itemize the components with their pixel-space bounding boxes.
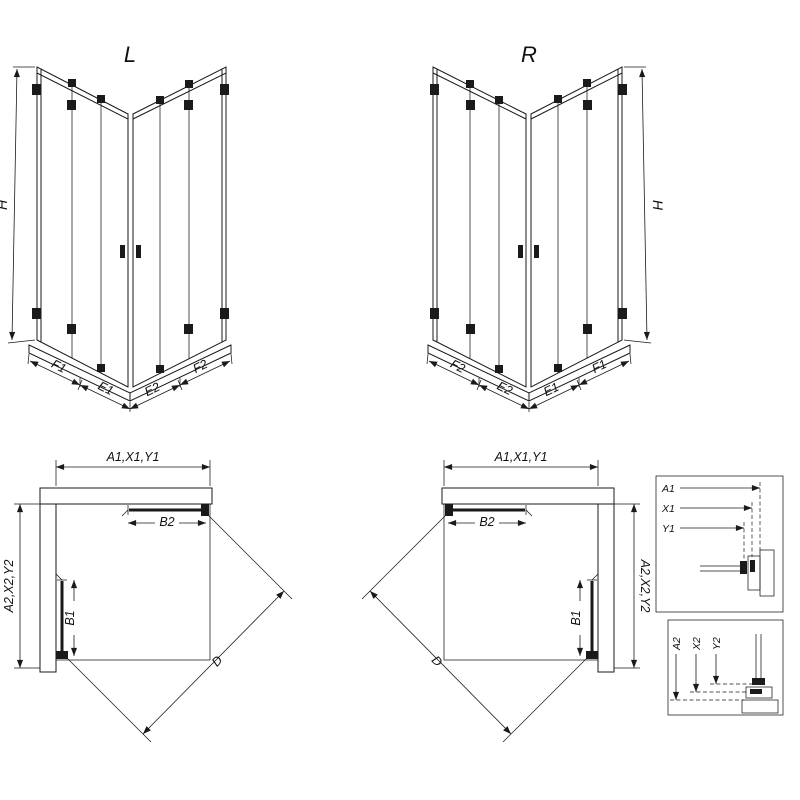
dim-b2-left-plan: B2 [159,515,174,529]
width-dimensions-right-view: F2 E2 E1 F1 [426,353,632,412]
wall-hatch-top-left-plan [39,487,213,505]
dim-f1-left-view: F1 [49,357,68,376]
tray-profile-right-view [427,344,631,402]
dim-b1-left-plan: B1 [63,610,77,625]
detail-box-width-border [655,475,784,613]
detail-box-depth-border [667,619,784,716]
height-label-right: H [650,200,666,211]
iso-view-left: L H [0,42,233,412]
side-door-left-plan: B1 [55,573,81,659]
detail-box-depth-refs: A2 X2 Y2 [667,619,784,716]
detail-label-y2: Y2 [711,637,723,650]
side-door-right-plan: B1 [569,573,599,659]
wall-hatch-top-right-plan [441,487,615,505]
top-door-right-plan: B2 [445,504,533,529]
hinges-right-view [430,79,627,373]
glass-panels-right-view [432,66,623,388]
wall-profile-detail-depth [741,634,779,714]
view-title-left: L [124,42,136,67]
wall-profile-detail-width [700,549,775,597]
detail-label-a1: A1 [661,483,675,495]
detail-label-y1: Y1 [662,523,675,535]
depth-dimension-left-plan: A2,X2,Y2 [2,503,40,669]
dim-f1-right-view: F1 [590,357,609,376]
detail-box-width-refs: A1 X1 Y1 [655,475,784,613]
diagonal-dimension-left-plan: D [64,512,293,743]
wall-hatch-side-right-plan [597,503,615,673]
plan-view-left: A1,X1,Y1 A2,X2,Y2 B2 B1 D [2,450,293,743]
glass-panels-left-view [36,66,227,388]
iso-view-right: R H [426,42,666,412]
dim-b2-right-plan: B2 [479,515,494,529]
dim-f2-right-view: F2 [448,357,467,376]
dim-d-right-plan: D [429,653,445,669]
dim-e1-right-view: E1 [541,380,561,399]
detail-label-x1: X1 [661,503,675,515]
plan-view-right: A1,X1,Y1 A2,X2,Y2 B2 B1 D [361,450,652,743]
diagonal-dimension-right-plan: D [361,512,590,743]
detail-label-x2: X2 [691,637,703,651]
tray-outline-left-plan [55,503,211,661]
width-dimension-right-plan: A1,X1,Y1 [443,450,599,486]
height-dimension-left-view: H [0,66,36,344]
dim-f2-left-view: F2 [191,357,210,376]
height-dimension-right-view: H [623,66,666,344]
view-title-right: R [521,42,537,67]
wall-hatch-side-left-plan [39,503,57,673]
dim-a2x2y2-right-plan: A2,X2,Y2 [638,559,652,613]
top-door-left-plan: B2 [121,504,209,529]
hinges-left-view [32,79,229,373]
dim-b1-right-plan: B1 [569,610,583,625]
dim-a1x1y1-right-plan: A1,X1,Y1 [494,450,548,464]
dim-a1x1y1-left-plan: A1,X1,Y1 [106,450,160,464]
width-dimension-left-plan: A1,X1,Y1 [55,450,211,486]
depth-dimension-right-plan: A2,X2,Y2 [614,503,652,669]
dim-a2x2y2-left-plan: A2,X2,Y2 [2,560,16,614]
tray-outline-right-plan [443,503,599,661]
width-dimensions-left-view: F1 E1 E2 F2 [27,353,233,412]
dim-d-left-plan: D [209,653,225,669]
dim-e2-right-view: E2 [495,379,515,398]
height-label-left: H [0,199,10,210]
dim-e1-left-view: E1 [96,379,116,398]
dim-e2-left-view: E2 [142,380,162,399]
detail-label-a2: A2 [671,637,683,651]
